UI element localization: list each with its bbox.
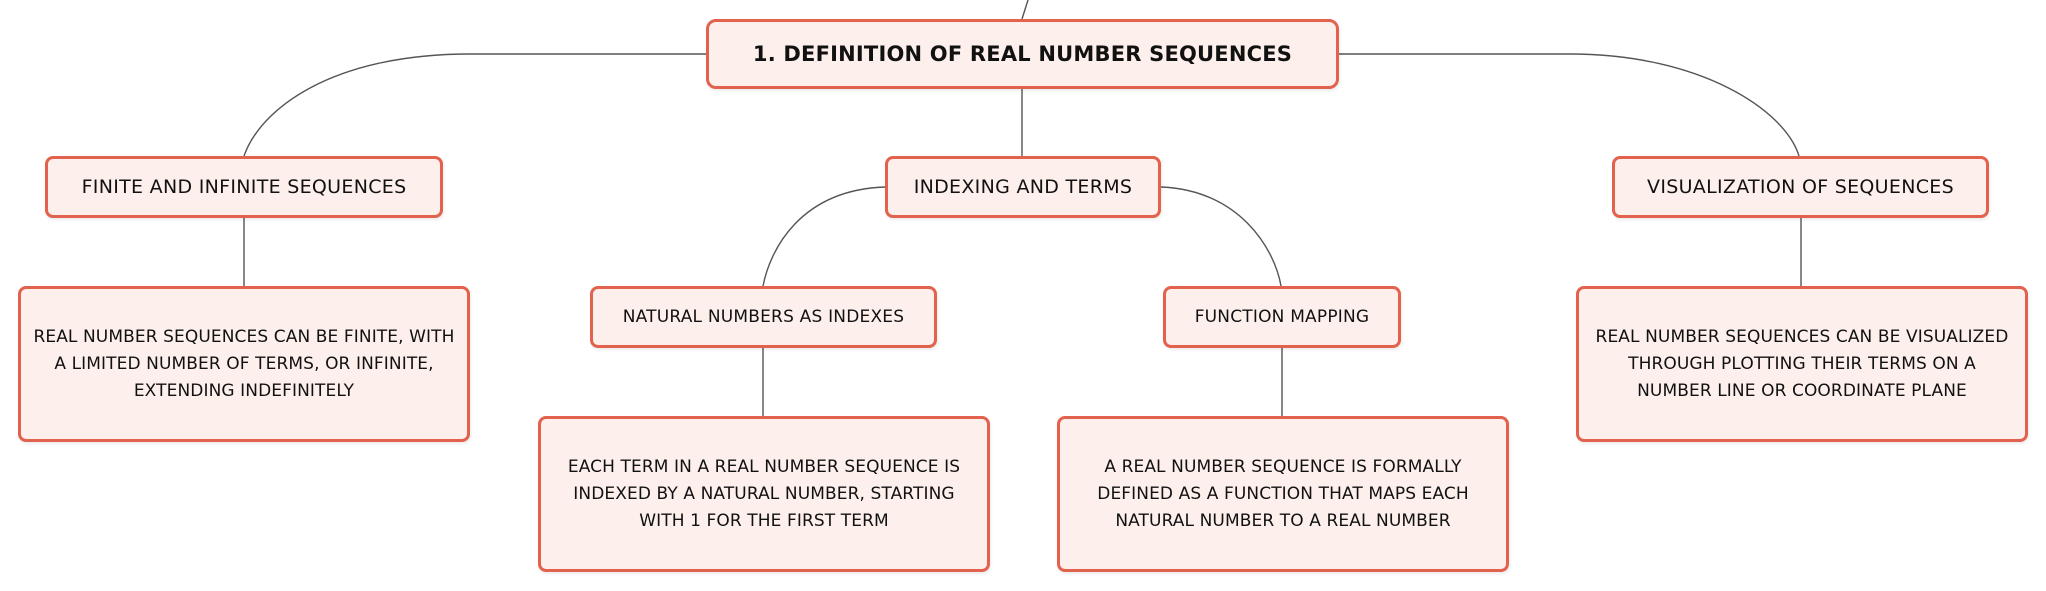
topic-node-indexing-terms[interactable]: INDEXING AND TERMS [885,156,1161,218]
detail-node-finite-infinite[interactable]: REAL NUMBER SEQUENCES CAN BE FINITE, WIT… [18,286,470,442]
topic-node-label: FINITE AND INFINITE SEQUENCES [81,176,407,198]
topic-node-label: VISUALIZATION OF SEQUENCES [1647,176,1954,198]
detail-node-text: REAL NUMBER SEQUENCES CAN BE VISUALIZED … [1595,326,2009,401]
detail-node-text: A REAL NUMBER SEQUENCE IS FORMALLY DEFIN… [1097,456,1469,531]
connector-root-visualization [1339,53,1800,157]
root-node-label: 1. DEFINITION OF REAL NUMBER SEQUENCES [752,42,1293,66]
subtopic-node-natural-numbers[interactable]: NATURAL NUMBERS AS INDEXES [590,286,937,348]
connector-indexing-function [1160,186,1282,287]
connector-indexing-natural [762,186,886,287]
subtopic-node-function-mapping[interactable]: FUNCTION MAPPING [1163,286,1401,348]
connector-root-finite [243,53,706,157]
subtopic-node-label: NATURAL NUMBERS AS INDEXES [622,307,905,327]
topic-node-visualization[interactable]: VISUALIZATION OF SEQUENCES [1612,156,1989,218]
detail-node-text: EACH TERM IN A REAL NUMBER SEQUENCE IS I… [567,456,961,531]
topic-node-finite-infinite[interactable]: FINITE AND INFINITE SEQUENCES [45,156,443,218]
topic-node-label: INDEXING AND TERMS [913,176,1133,198]
subtopic-node-label: FUNCTION MAPPING [1194,307,1370,327]
root-node[interactable]: 1. DEFINITION OF REAL NUMBER SEQUENCES [706,19,1339,89]
detail-node-function-mapping[interactable]: A REAL NUMBER SEQUENCE IS FORMALLY DEFIN… [1057,416,1509,572]
detail-node-text: REAL NUMBER SEQUENCES CAN BE FINITE, WIT… [33,326,455,401]
detail-node-natural-numbers[interactable]: EACH TERM IN A REAL NUMBER SEQUENCE IS I… [538,416,990,572]
connector-to-parent [1021,0,1029,20]
detail-node-visualization[interactable]: REAL NUMBER SEQUENCES CAN BE VISUALIZED … [1576,286,2028,442]
